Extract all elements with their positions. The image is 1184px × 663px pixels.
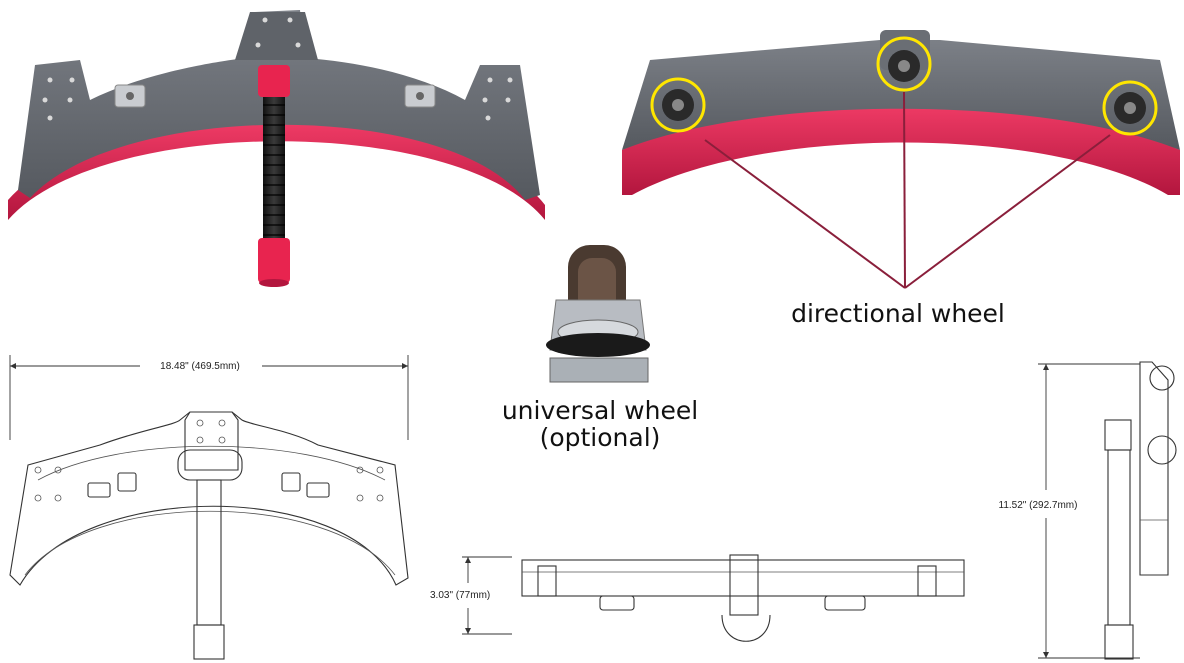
universal-wheel-label-line1: universal wheel: [502, 396, 698, 425]
width-dimension-label: 18.48" (469.5mm): [160, 361, 240, 372]
wheel-highlight-center: [876, 36, 932, 92]
end-view-drawing: [1038, 361, 1177, 660]
wheel-highlight-right: [1102, 80, 1158, 136]
universal-wheel-photo: [546, 245, 650, 383]
directional-wheel-callout-lines: [704, 91, 1111, 289]
squeegee-top-view-photo: [8, 10, 545, 287]
directional-wheel-highlights: [650, 36, 1158, 136]
top-view-drawing: [9, 355, 409, 660]
side-view-drawing: [462, 554, 965, 642]
universal-wheel-label-line2: (optional): [540, 423, 661, 452]
directional-wheel-label: directional wheel: [791, 299, 1005, 328]
wheel-highlight-left: [650, 77, 706, 133]
height-dimension-label: 3.03" (77mm): [430, 590, 490, 601]
depth-dimension-label: 11.52" (292.7mm): [999, 500, 1078, 511]
squeegee-underside-photo: [622, 30, 1180, 195]
